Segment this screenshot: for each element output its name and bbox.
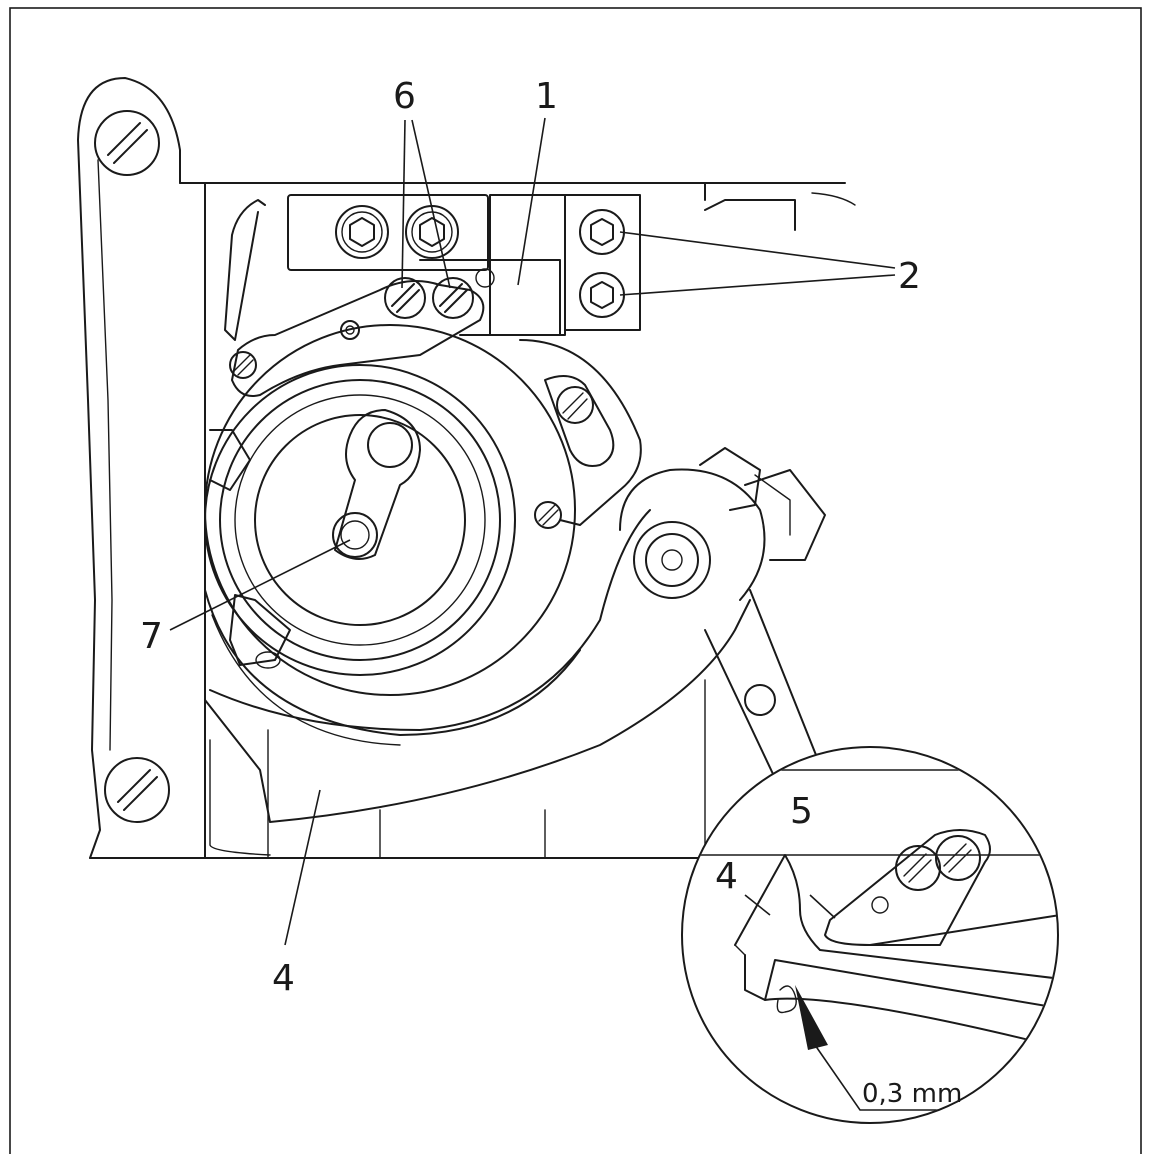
gap-arrow <box>795 985 828 1050</box>
slotted-screw-6-left <box>384 277 426 319</box>
callout-5: 5 <box>790 791 813 832</box>
corner-screw-top <box>94 110 160 176</box>
frame-border <box>9 7 1142 1154</box>
detail-view <box>681 746 1059 1124</box>
callout-1: 1 <box>535 76 558 117</box>
blade-holder-5 <box>231 268 495 397</box>
callout-4-main: 4 <box>272 958 295 999</box>
corner-screw-bottom <box>104 757 170 823</box>
hex-screw-left-b <box>405 205 459 259</box>
bracket-part-1 <box>224 194 641 341</box>
knife-arm-4 <box>204 447 831 823</box>
slotted-screw-6-right <box>432 277 474 319</box>
leader-lines <box>169 117 896 946</box>
side-screw-center <box>534 501 562 529</box>
callout-7: 7 <box>140 616 163 657</box>
right-bracket <box>519 339 642 526</box>
hex-screw-2-upper <box>579 209 625 255</box>
side-screw-left <box>229 351 257 379</box>
hex-screw-2-lower <box>579 272 625 318</box>
hook-assembly <box>204 324 581 746</box>
gap-dimension-label: 0,3 mm <box>862 1079 962 1109</box>
hex-screw-left-a <box>335 205 389 259</box>
callout-2: 2 <box>898 256 921 297</box>
callout-4-detail: 4 <box>715 856 738 897</box>
callout-6: 6 <box>393 76 416 117</box>
